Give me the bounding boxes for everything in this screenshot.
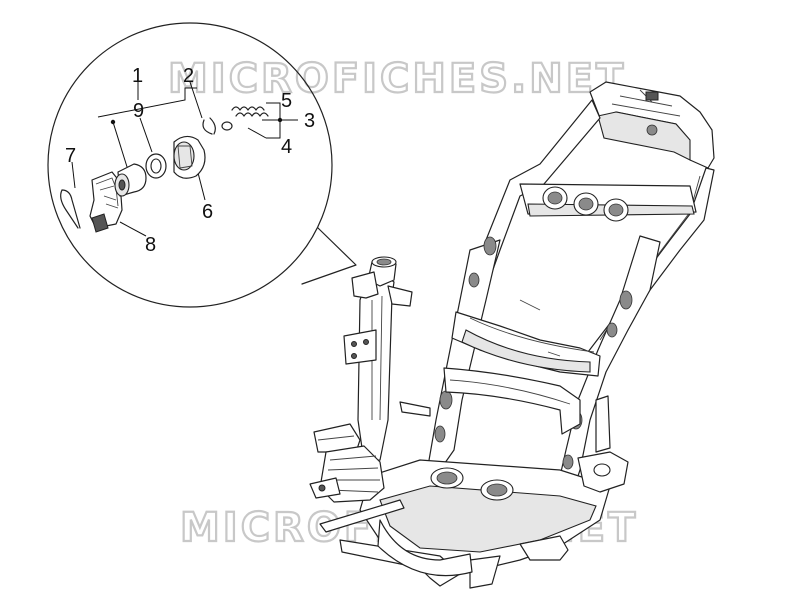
part-9-washer xyxy=(145,153,167,179)
callout-1: 1 xyxy=(132,65,143,87)
part-1-lock-cylinder xyxy=(114,163,147,197)
callout-3: 3 xyxy=(304,110,315,132)
callout-4: 4 xyxy=(281,136,292,158)
callout-7: 7 xyxy=(65,145,76,167)
callout-8: 8 xyxy=(145,234,156,256)
callout-5: 5 xyxy=(281,90,292,112)
leader-lines xyxy=(71,81,298,237)
floor-pan-holes xyxy=(430,467,514,501)
part-2-spring-pin xyxy=(202,117,216,135)
watermark-top: MICROFICHES.NET xyxy=(168,56,626,102)
part-4-o-ring xyxy=(221,121,233,131)
magnifier-pointer xyxy=(301,227,357,285)
part-7-wire-clip xyxy=(60,189,81,229)
part-5-spring xyxy=(231,106,269,117)
callout-2: 2 xyxy=(183,65,194,87)
detail-callout-circle xyxy=(47,22,357,308)
part-6-rotor xyxy=(173,135,206,179)
callout-6: 6 xyxy=(202,201,213,223)
scooter-frame xyxy=(309,81,715,589)
cross-tube-holes xyxy=(542,186,629,222)
callout-9: 9 xyxy=(133,100,144,122)
part-8-holder xyxy=(89,171,123,233)
